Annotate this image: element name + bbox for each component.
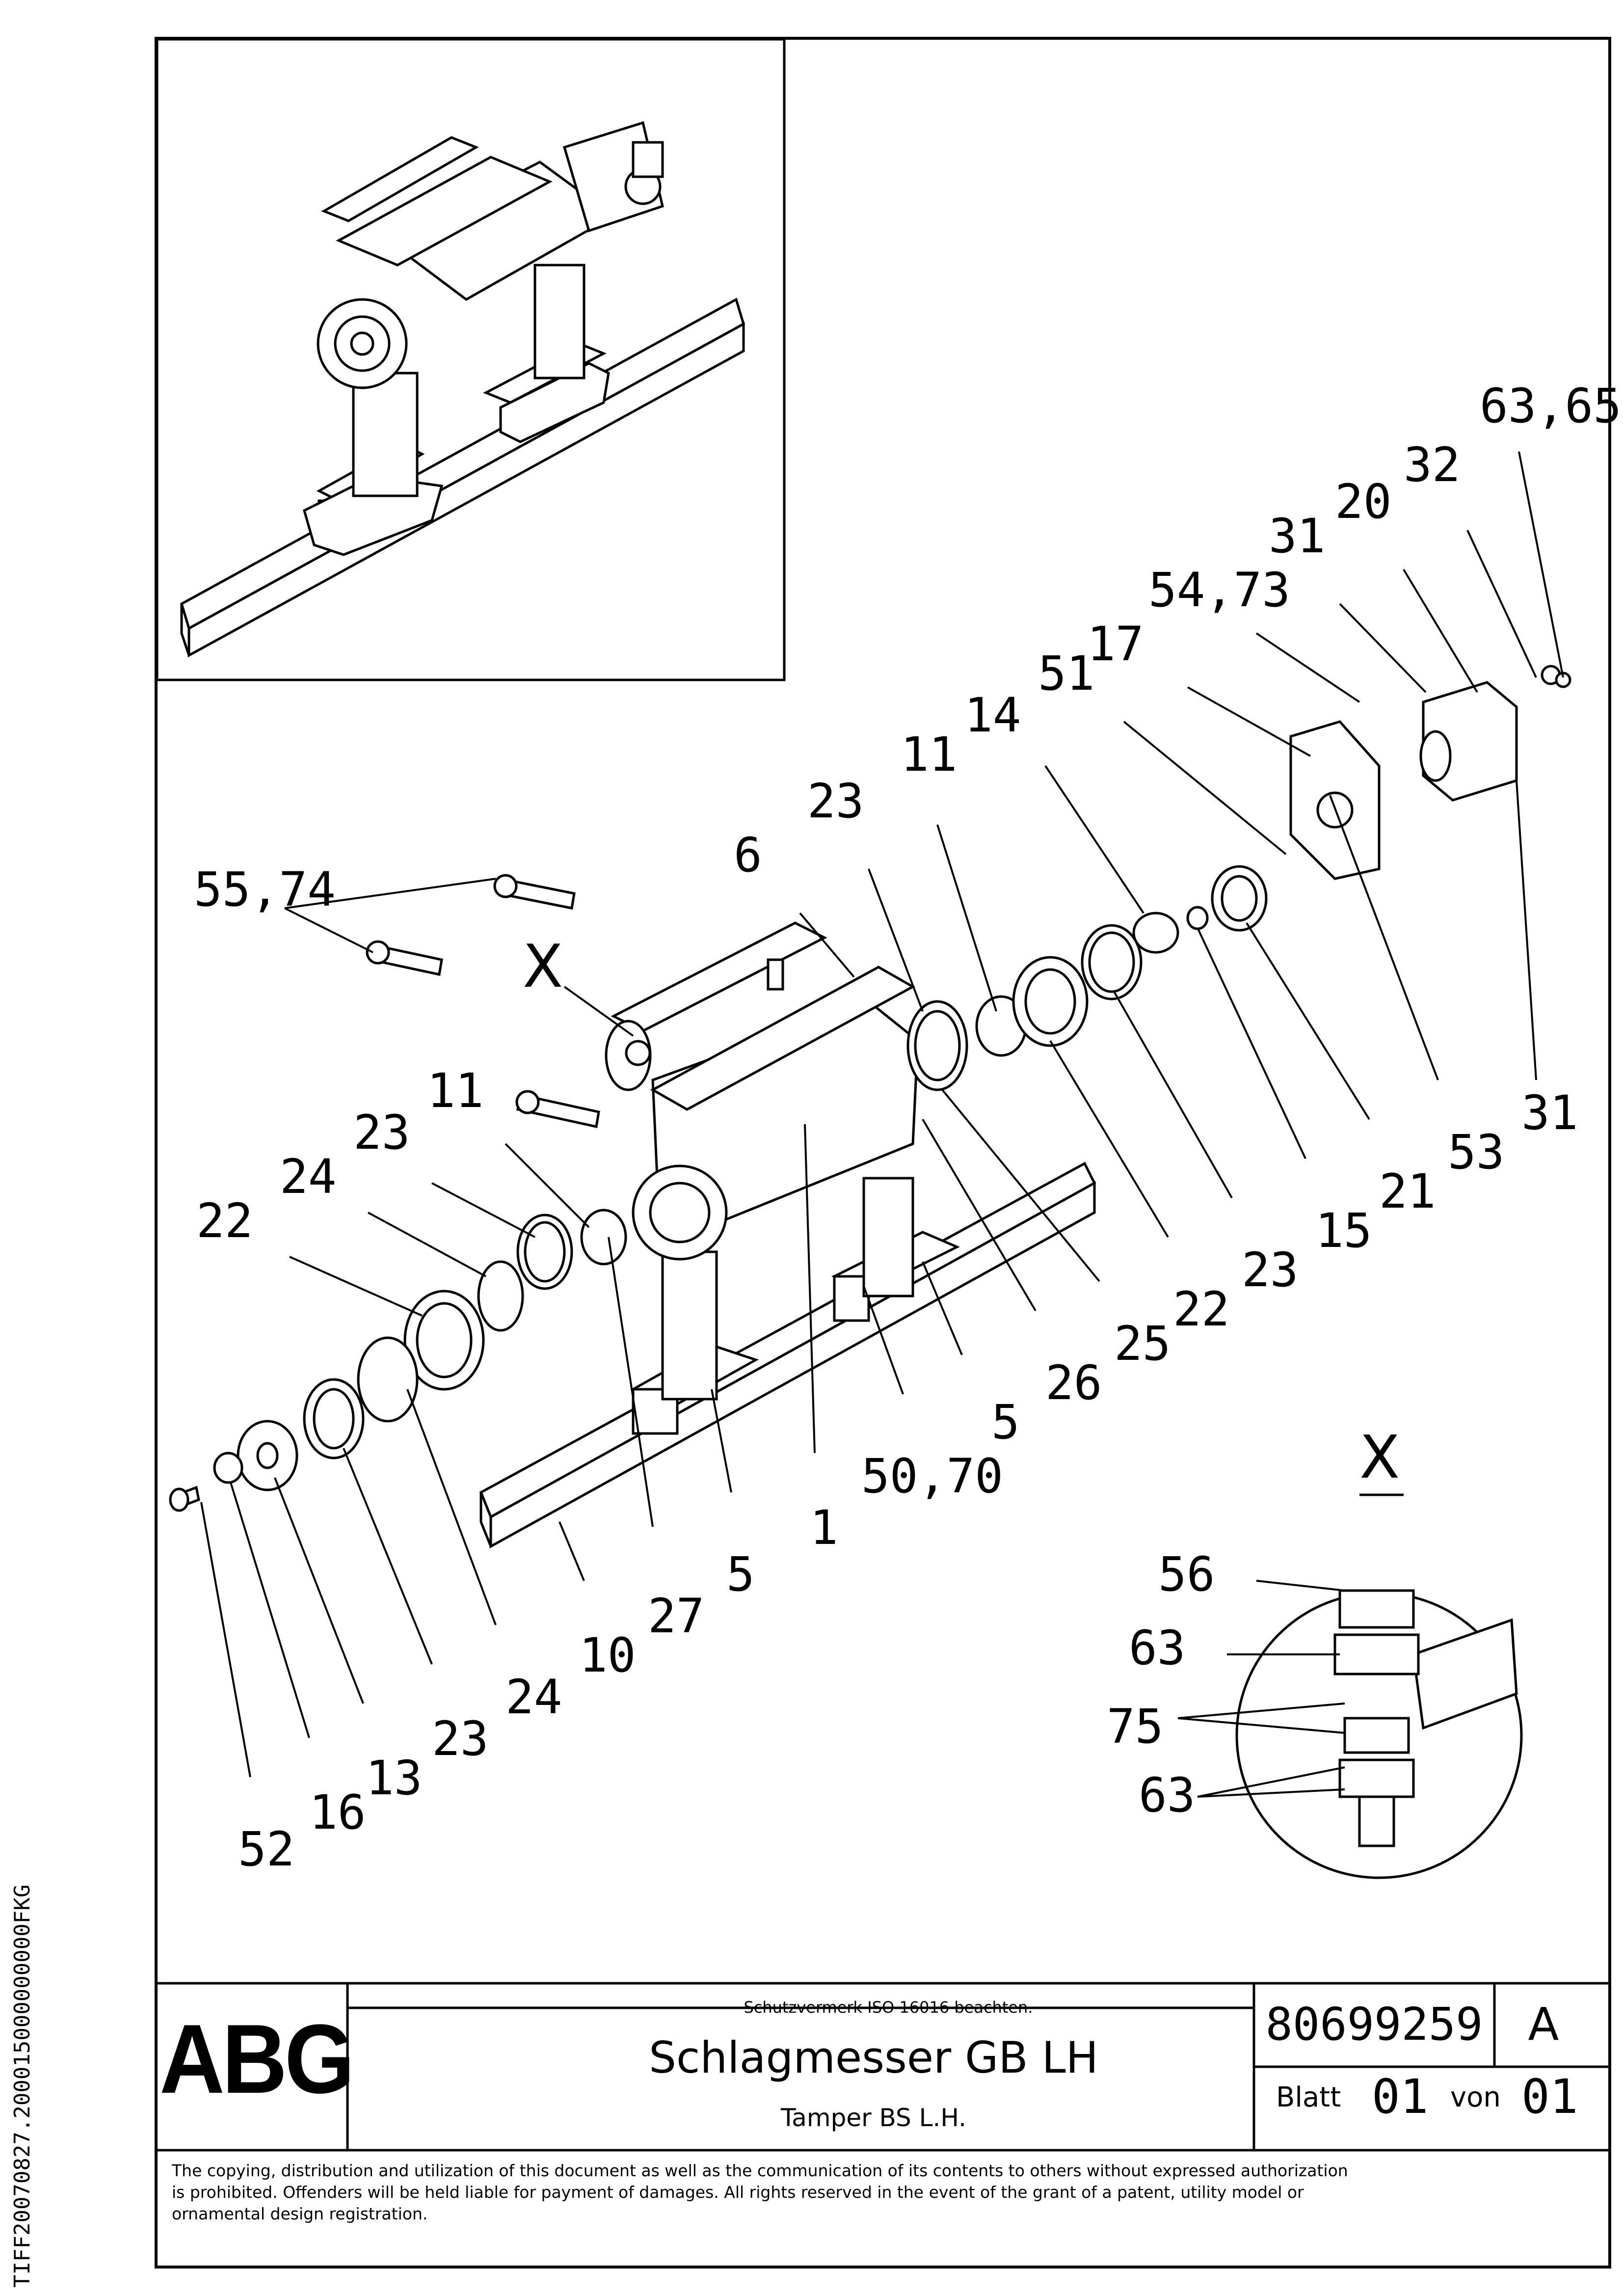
callout-16: 16 bbox=[309, 1785, 366, 1840]
callout-24-bottom: 24 bbox=[506, 1670, 562, 1725]
callout-15: 15 bbox=[1315, 1203, 1372, 1258]
callout-1: 1 bbox=[810, 1500, 838, 1555]
callout-54-73: 54,73 bbox=[1148, 563, 1290, 618]
callout-32: 32 bbox=[1404, 437, 1461, 492]
callout-52: 52 bbox=[238, 1822, 295, 1877]
callout-17: 17 bbox=[1087, 617, 1144, 672]
drawing-frame bbox=[155, 37, 1611, 2269]
callout-14: 14 bbox=[964, 688, 1021, 743]
callout-75: 75 bbox=[1107, 1699, 1164, 1754]
callout-51: 51 bbox=[1038, 646, 1095, 701]
callout-20: 20 bbox=[1335, 474, 1392, 529]
callout-10: 10 bbox=[579, 1628, 636, 1683]
abg-logo: ABG bbox=[160, 2004, 355, 2114]
callout-63-65: 63,65 bbox=[1480, 378, 1622, 433]
callout-6: 6 bbox=[734, 828, 762, 883]
callout-25: 25 bbox=[1114, 1316, 1171, 1371]
callout-63-detail-a: 63 bbox=[1129, 1621, 1186, 1675]
document-number: 80699259 bbox=[1265, 1998, 1483, 2051]
callout-labels: 63,65 32 20 31 54,73 17 51 14 11 23 6 55… bbox=[194, 378, 1622, 1877]
drawing-subtitle: Tamper BS L.H. bbox=[781, 2104, 966, 2132]
callout-26: 26 bbox=[1045, 1355, 1102, 1410]
callout-31-top: 31 bbox=[1269, 509, 1326, 564]
legal-line: ornamental design registration. bbox=[172, 2204, 428, 2223]
title-block-grid bbox=[346, 1983, 1610, 2150]
callout-27: 27 bbox=[648, 1589, 705, 1644]
legal-line: is prohibited. Offenders will be held li… bbox=[172, 2183, 1304, 2202]
callout-24-left: 24 bbox=[280, 1149, 337, 1204]
iso-notice: Schutzvermerk ISO 16016 beachten. bbox=[744, 1998, 1033, 2017]
side-file-code: TIFF20070827.200015000000000FKG bbox=[10, 1884, 35, 2288]
callout-x: X bbox=[523, 933, 563, 1001]
legal-line: The copying, distribution and utilizatio… bbox=[172, 2161, 1348, 2180]
sheet-total: 01 bbox=[1521, 2069, 1578, 2124]
callout-11-left: 11 bbox=[427, 1063, 484, 1118]
callout-22-left: 22 bbox=[196, 1193, 253, 1248]
callout-22-mid: 22 bbox=[1173, 1282, 1230, 1337]
callout-5-left: 5 bbox=[726, 1547, 755, 1602]
inset-assembly bbox=[180, 121, 745, 658]
callout-13: 13 bbox=[366, 1751, 423, 1806]
callout-50-70: 50,70 bbox=[861, 1449, 1003, 1504]
callout-31-right: 31 bbox=[1521, 1085, 1578, 1140]
callout-53: 53 bbox=[1448, 1125, 1505, 1180]
callout-21: 21 bbox=[1379, 1164, 1436, 1219]
callout-63-detail-b: 63 bbox=[1139, 1768, 1196, 1823]
revision-letter: A bbox=[1528, 1998, 1559, 2051]
callout-11-top: 11 bbox=[901, 727, 958, 782]
callout-56: 56 bbox=[1158, 1547, 1215, 1602]
callout-23-top: 23 bbox=[807, 774, 864, 829]
inset-view-frame bbox=[156, 38, 786, 681]
callout-5-right: 5 bbox=[991, 1395, 1020, 1450]
leader-lines bbox=[200, 451, 1564, 1798]
callout-23-mid: 23 bbox=[1242, 1243, 1299, 1297]
of-label: von bbox=[1450, 2081, 1501, 2113]
callout-55-74: 55,74 bbox=[194, 862, 336, 917]
legal-notice: The copying, distribution and utilizatio… bbox=[172, 2160, 1595, 2225]
sheet-number: 01 bbox=[1372, 2069, 1429, 2124]
detail-x-heading: X bbox=[1359, 1424, 1400, 1492]
detail-x-view bbox=[1235, 1589, 1523, 1879]
callout-23-bottom: 23 bbox=[432, 1711, 489, 1766]
callout-23-left: 23 bbox=[353, 1105, 410, 1160]
sheet-label: Blatt bbox=[1276, 2081, 1341, 2113]
drawing-title: Schlagmesser GB LH bbox=[649, 2032, 1098, 2083]
